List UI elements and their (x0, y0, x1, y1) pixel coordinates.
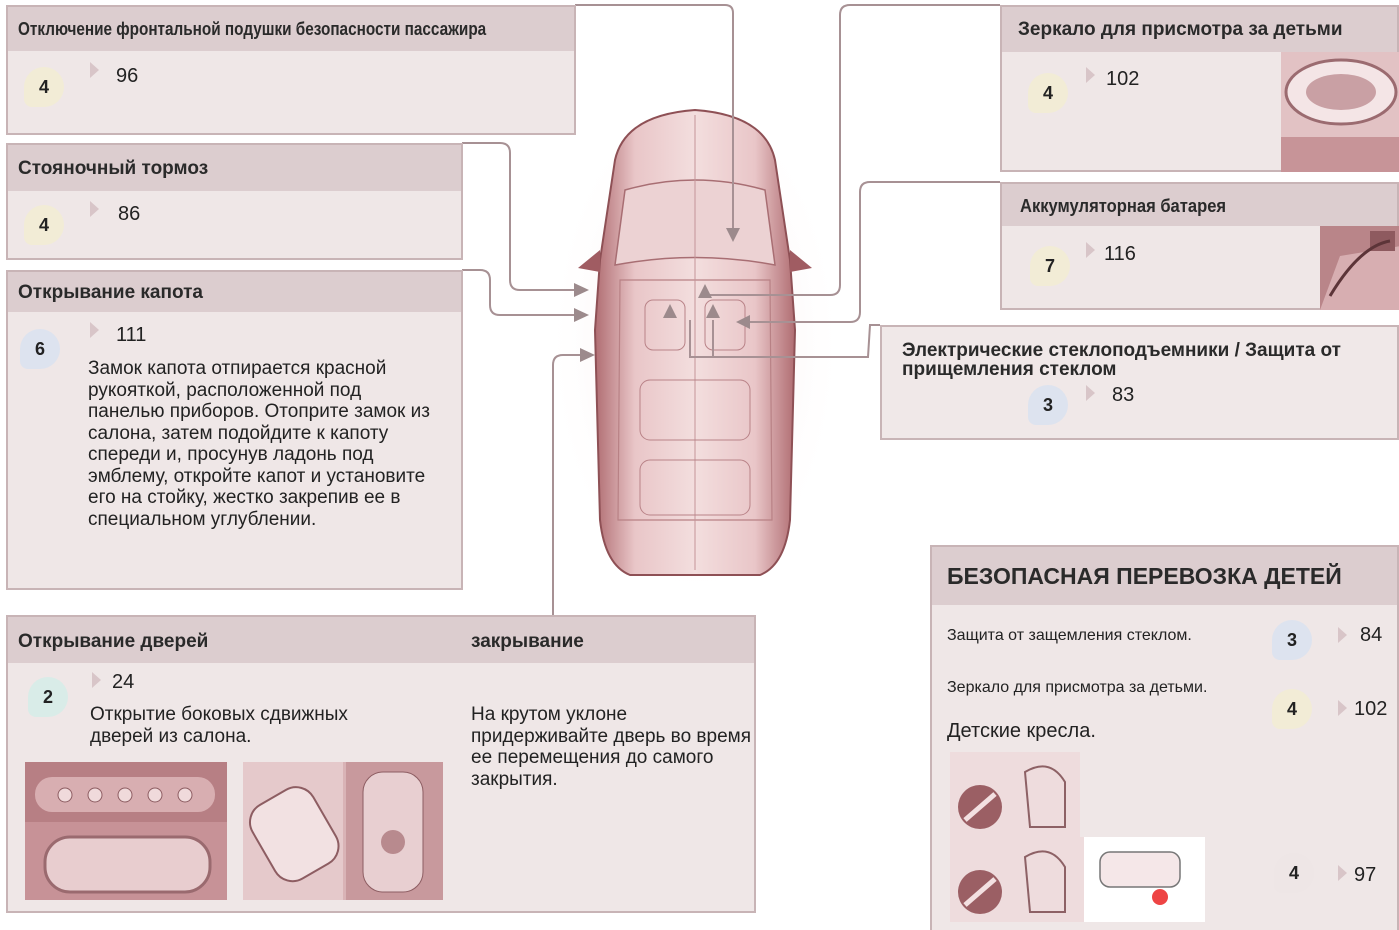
child-row-label: Защита от защемления стеклом. (947, 627, 1192, 644)
airbag-badge: 4 (24, 67, 64, 107)
parking-badge: 4 (24, 205, 64, 245)
child-row-page-link[interactable]: 102 (1354, 698, 1388, 720)
child-row-badge: 4 (1272, 689, 1312, 729)
parking-brake-panel: Стояночный тормоз 4 86 (6, 143, 463, 260)
page-pointer-icon (1338, 865, 1347, 881)
parking-title: Стояночный тормоз (18, 158, 209, 179)
closing-text: На крутом уклоне придерживайте дверь во … (471, 704, 751, 790)
door-switch-photo (243, 762, 443, 900)
child-seat-photo (950, 837, 1205, 922)
airbag-panel: Отключение фронтальной подушки безопасно… (6, 5, 576, 135)
page-pointer-icon (1338, 627, 1347, 643)
doors-badge: 2 (28, 677, 68, 717)
mirror-photo (1281, 52, 1399, 172)
parking-page-link[interactable]: 86 (118, 203, 141, 225)
child-seats-page-link[interactable]: 97 (1354, 864, 1377, 886)
mirror-title: Зеркало для присмотра за детьми (1018, 19, 1343, 40)
doors-page-link[interactable]: 24 (112, 671, 135, 693)
windows-page-link[interactable]: 83 (1112, 384, 1135, 406)
child-row-badge: 3 (1272, 620, 1312, 660)
battery-photo (1320, 226, 1399, 310)
hood-page-link[interactable]: 111 (116, 324, 147, 346)
windows-panel: Электрические стеклоподъемники / Защита … (880, 325, 1399, 440)
page-pointer-icon (1086, 385, 1095, 401)
doors-panel: Открывание дверей закрывание 2 24 Открыт… (6, 615, 756, 913)
windows-badge: 3 (1028, 385, 1068, 425)
mirror-panel: Зеркало для присмотра за детьми 4 102 (1000, 5, 1399, 172)
child-seats-label: Детские кресла. (947, 720, 1096, 742)
child-row-label: Зеркало для присмотра за детьми. (947, 679, 1208, 696)
doors-text: Открытие боковых сдвижных дверей из сало… (90, 704, 348, 747)
hood-panel: Открывание капота 6 111 Замок капота отп… (6, 270, 463, 590)
battery-badge: 7 (1030, 246, 1070, 286)
page-pointer-icon (1086, 67, 1095, 83)
doors-title: Открывание дверей (18, 631, 209, 652)
page-pointer-icon (1338, 700, 1347, 716)
child-safety-panel: БЕЗОПАСНАЯ ПЕРЕВОЗКА ДЕТЕЙ Защита от защ… (930, 545, 1399, 930)
child-seat-photo (950, 752, 1080, 837)
windows-title: Электрические стеклоподъемники / Защита … (902, 340, 1341, 380)
page-pointer-icon (1086, 242, 1095, 258)
battery-panel: Аккумуляторная батарея 7 116 (1000, 182, 1399, 310)
child-seats-badge: 4 (1274, 853, 1314, 893)
page-pointer-icon (90, 322, 99, 338)
hood-text: Замок капота отпирается красной рукоятко… (88, 358, 430, 530)
battery-page-link[interactable]: 116 (1104, 243, 1136, 265)
closing-title: закрывание (471, 631, 584, 652)
hood-badge: 6 (20, 329, 60, 369)
overhead-console-photo (25, 762, 227, 900)
airbag-title: Отключение фронтальной подушки безопасно… (18, 19, 487, 39)
hood-title: Открывание капота (18, 282, 203, 303)
mirror-badge: 4 (1028, 73, 1068, 113)
child-safety-title: БЕЗОПАСНАЯ ПЕРЕВОЗКА ДЕТЕЙ (947, 563, 1342, 589)
mirror-page-link[interactable]: 102 (1106, 68, 1140, 90)
child-row-page-link[interactable]: 84 (1360, 624, 1383, 646)
page-pointer-icon (90, 201, 99, 217)
airbag-page-link[interactable]: 96 (116, 65, 139, 87)
battery-title: Аккумуляторная батарея (1020, 196, 1227, 216)
page-pointer-icon (92, 672, 101, 688)
page-pointer-icon (90, 62, 99, 78)
